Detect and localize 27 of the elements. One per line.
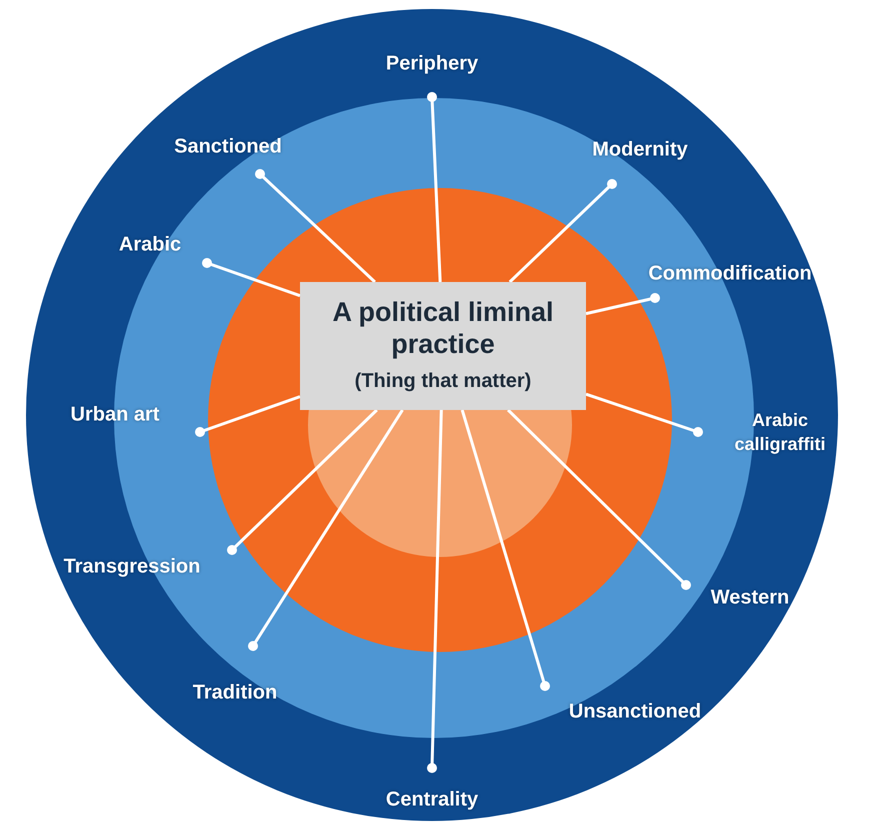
spoke-line (460, 410, 550, 691)
spoke-label: Centrality (386, 788, 478, 812)
spoke-label: Western (710, 586, 790, 610)
subtitle-text: (Thing that matter) (354, 369, 532, 394)
spoke-line (507, 408, 691, 590)
spoke-line (586, 293, 660, 316)
spoke-label: Sanctioned (174, 136, 282, 158)
spoke-label: Transgression (64, 556, 200, 578)
spoke-label: Arabic calligraffiti (725, 408, 835, 456)
heading-text: A political liminal practice (331, 296, 555, 360)
spoke-line (427, 410, 443, 773)
spoke-label: Periphery (386, 52, 478, 76)
spoke-line (586, 392, 703, 437)
spoke-line (427, 92, 442, 282)
spoke-label: Unsanctioned (568, 700, 702, 724)
center-box (300, 282, 586, 410)
spoke-line (202, 258, 300, 298)
spoke-line (195, 395, 300, 437)
spoke-label: Modernity (592, 138, 688, 162)
spoke-label: Tradition (192, 682, 278, 704)
spoke-line (227, 408, 378, 555)
spoke-label: Commodification (648, 262, 812, 286)
spoke-label: Arabic (118, 234, 182, 256)
spoke-line (255, 169, 376, 284)
spoke-line (248, 409, 404, 651)
spoke-line (508, 179, 617, 284)
spoke-label: Urban art (70, 404, 160, 426)
